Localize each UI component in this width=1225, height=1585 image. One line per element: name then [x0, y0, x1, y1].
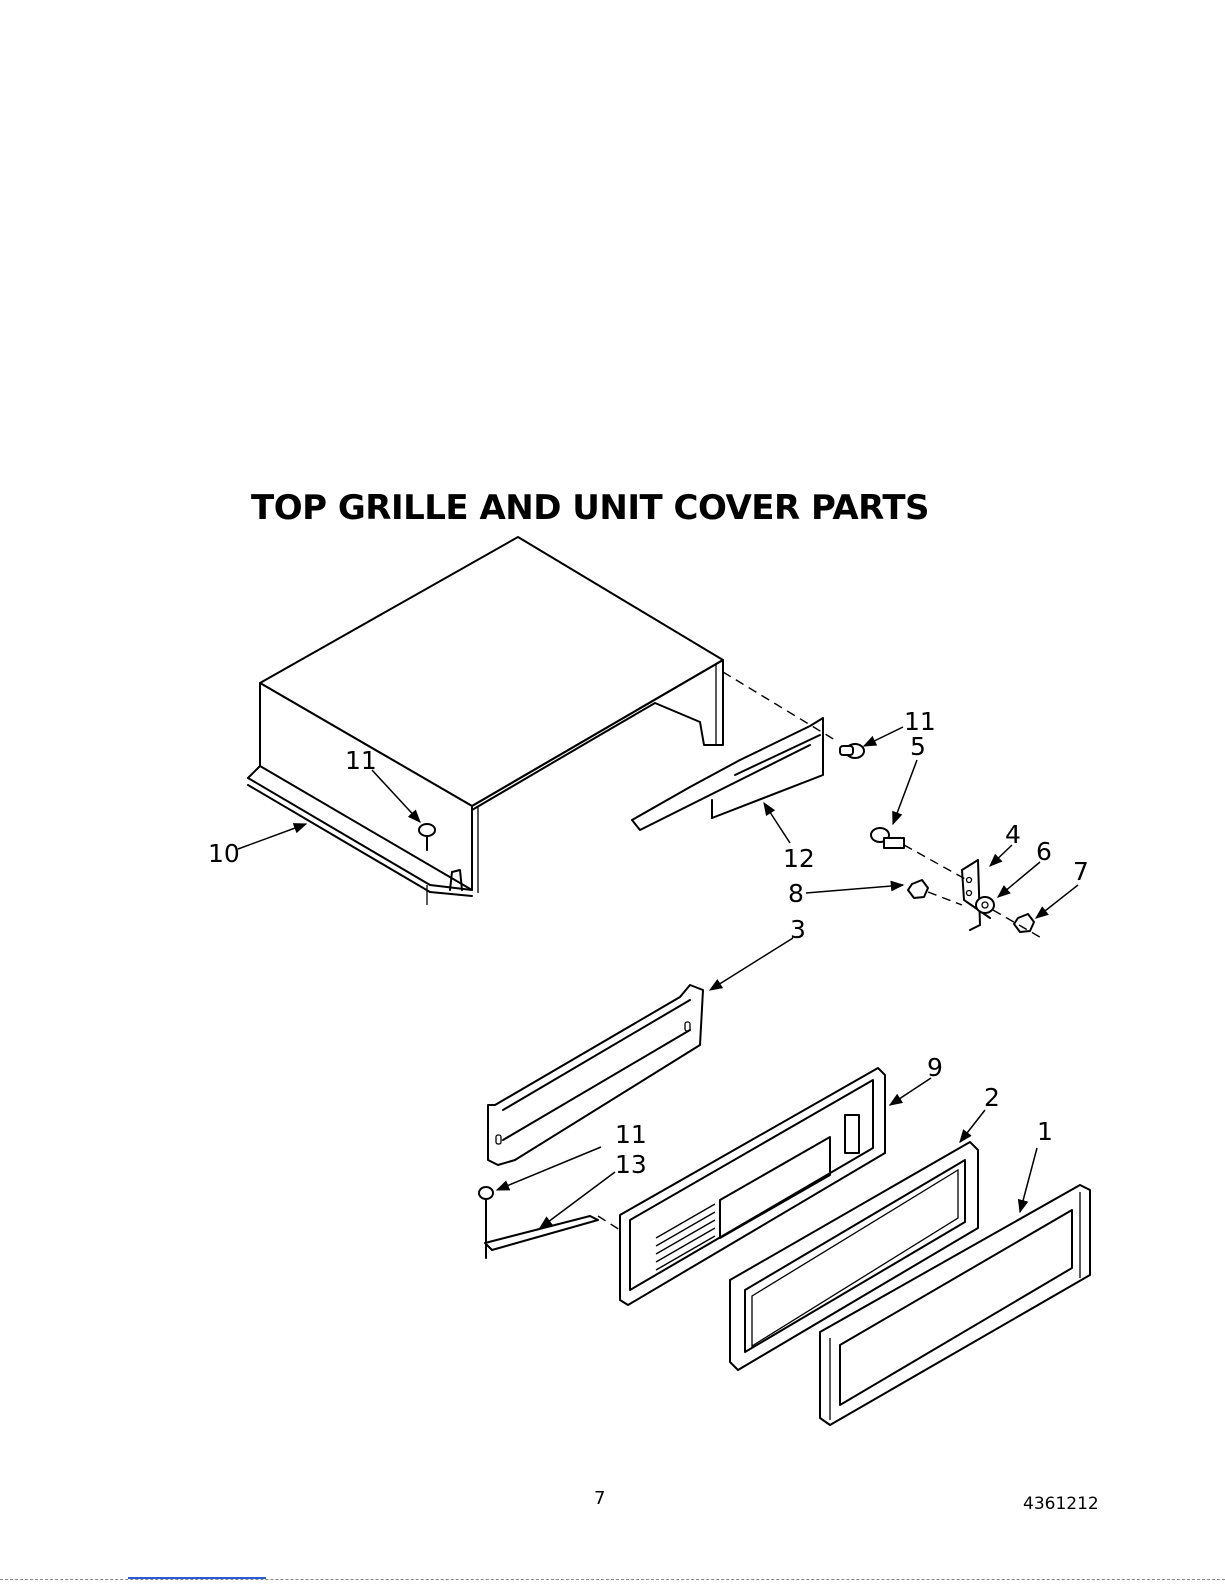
callout-9: 9	[927, 1053, 943, 1082]
assembly-dash-line	[598, 1216, 620, 1230]
callout-1: 1	[1037, 1117, 1053, 1146]
hinge-pin-part	[871, 828, 904, 848]
callout-2: 2	[984, 1083, 1000, 1112]
callout-5: 5	[910, 732, 926, 761]
unit-cover-part	[248, 537, 723, 905]
callout-13: 13	[615, 1150, 647, 1179]
screw-part	[840, 744, 864, 758]
page-bottom-divider	[0, 1579, 1225, 1580]
washer-part	[976, 897, 994, 913]
hinge-bracket-part	[962, 860, 990, 930]
callout-6: 6	[1036, 837, 1052, 866]
callout-3: 3	[790, 915, 806, 944]
nut-part	[908, 880, 928, 898]
assembly-dash-line	[904, 845, 967, 880]
callout-7: 7	[1073, 857, 1089, 886]
callout-8: 8	[788, 879, 804, 908]
cover-bracket-part	[632, 718, 823, 830]
nut-part	[1014, 914, 1034, 932]
assembly-dash-line	[723, 672, 835, 740]
assembly-dash-line	[928, 892, 962, 905]
page-number: 7	[594, 1488, 605, 1509]
callout-12: 12	[783, 844, 815, 873]
page-bottom-tab	[128, 1577, 266, 1579]
callout-4: 4	[1005, 820, 1021, 849]
assembly-dash-line	[993, 910, 1045, 940]
callout-11: 11	[345, 746, 377, 775]
callout-11: 11	[904, 707, 936, 736]
callout-10: 10	[208, 839, 240, 868]
grille-bracket-part	[488, 985, 703, 1165]
document-number: 4361212	[1023, 1494, 1099, 1514]
callout-11: 11	[615, 1120, 647, 1149]
